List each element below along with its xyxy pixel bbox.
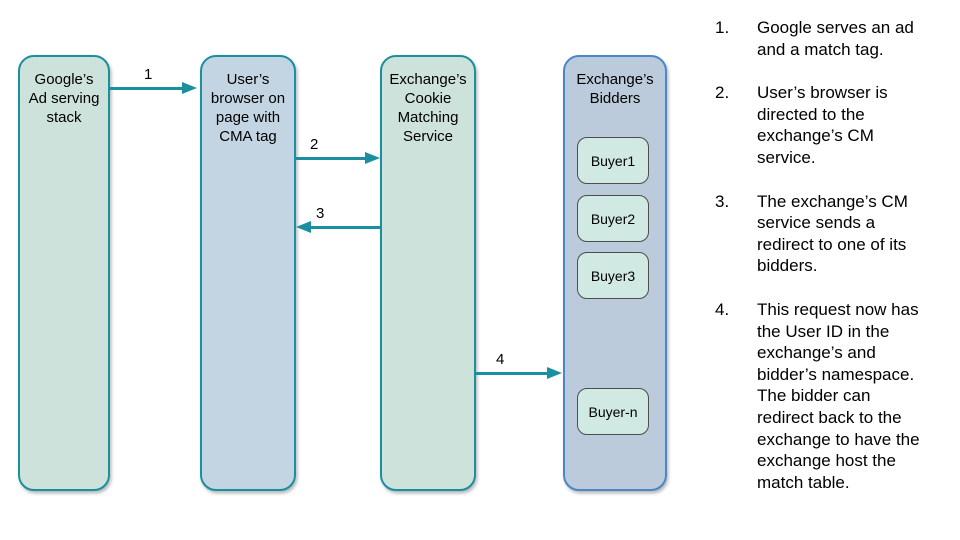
node-browser-label: User’s browser on page with CMA tag: [210, 71, 286, 145]
arrow-1-google-to-browser: 1: [110, 66, 197, 94]
buyer-n-label: Buyer-n: [588, 403, 638, 420]
buyer-2-label: Buyer2: [590, 210, 636, 227]
step-description-list: 1. Google serves an ad and a match tag. …: [715, 17, 951, 515]
arrow-3-cm-to-browser: 3: [296, 205, 380, 233]
node-cm-label: Exchange’s Cookie Matching Service: [389, 71, 467, 145]
step-1-text: Google serves an ad and a match tag.: [757, 18, 914, 59]
arrow-3-head-icon: [296, 221, 311, 233]
arrow-3-line: [306, 225, 380, 229]
buyer-1-box: Buyer1: [577, 137, 649, 184]
step-item-2: 2. User’s browser is directed to the exc…: [715, 82, 951, 168]
buyer-n-box: Buyer-n: [577, 388, 649, 435]
step-4-text: This request now has the User ID in the …: [757, 299, 920, 492]
step-3-number: 3.: [715, 191, 730, 211]
node-cookie-matching-service: Exchange’s Cookie Matching Service: [380, 55, 476, 491]
buyer-3-box: Buyer3: [577, 252, 649, 299]
arrow-2-head-icon: [365, 152, 380, 164]
step-item-3: 3. The exchange’s CM service sends a red…: [715, 191, 951, 277]
arrow-1-label: 1: [144, 65, 153, 83]
node-bidders-label: Exchange’s Bidders: [576, 71, 654, 107]
node-google-ad-serving-stack: Google’s Ad serving stack: [18, 55, 110, 491]
node-users-browser: User’s browser on page with CMA tag: [200, 55, 296, 491]
buyer-1-label: Buyer1: [590, 152, 636, 169]
arrow-4-head-icon: [547, 367, 562, 379]
step-2-text: User’s browser is directed to the exchan…: [757, 83, 888, 167]
buyer-2-box: Buyer2: [577, 195, 649, 242]
arrow-3-label: 3: [316, 204, 325, 222]
arrow-4-line: [476, 371, 552, 375]
arrow-4-label: 4: [496, 350, 505, 368]
step-2-number: 2.: [715, 83, 730, 103]
step-1-number: 1.: [715, 18, 730, 37]
arrow-2-label: 2: [310, 135, 319, 153]
arrow-2-line: [296, 156, 370, 160]
node-google-label: Google’s Ad serving stack: [28, 71, 100, 126]
node-exchanges-bidders: Exchange’s Bidders Buyer1 Buyer2 Buyer3 …: [563, 55, 667, 491]
buyer-3-label: Buyer3: [590, 267, 636, 284]
arrow-2-browser-to-cm: 2: [296, 136, 380, 164]
arrow-1-head-icon: [182, 82, 197, 94]
arrow-4-cm-to-bidders: 4: [476, 351, 562, 379]
step-3-text: The exchange’s CM service sends a redire…: [757, 191, 908, 276]
step-item-4: 4. This request now has the User ID in t…: [715, 299, 951, 493]
step-item-1: 1. Google serves an ad and a match tag.: [715, 17, 951, 60]
step-4-number: 4.: [715, 299, 730, 319]
arrow-1-line: [110, 86, 187, 90]
